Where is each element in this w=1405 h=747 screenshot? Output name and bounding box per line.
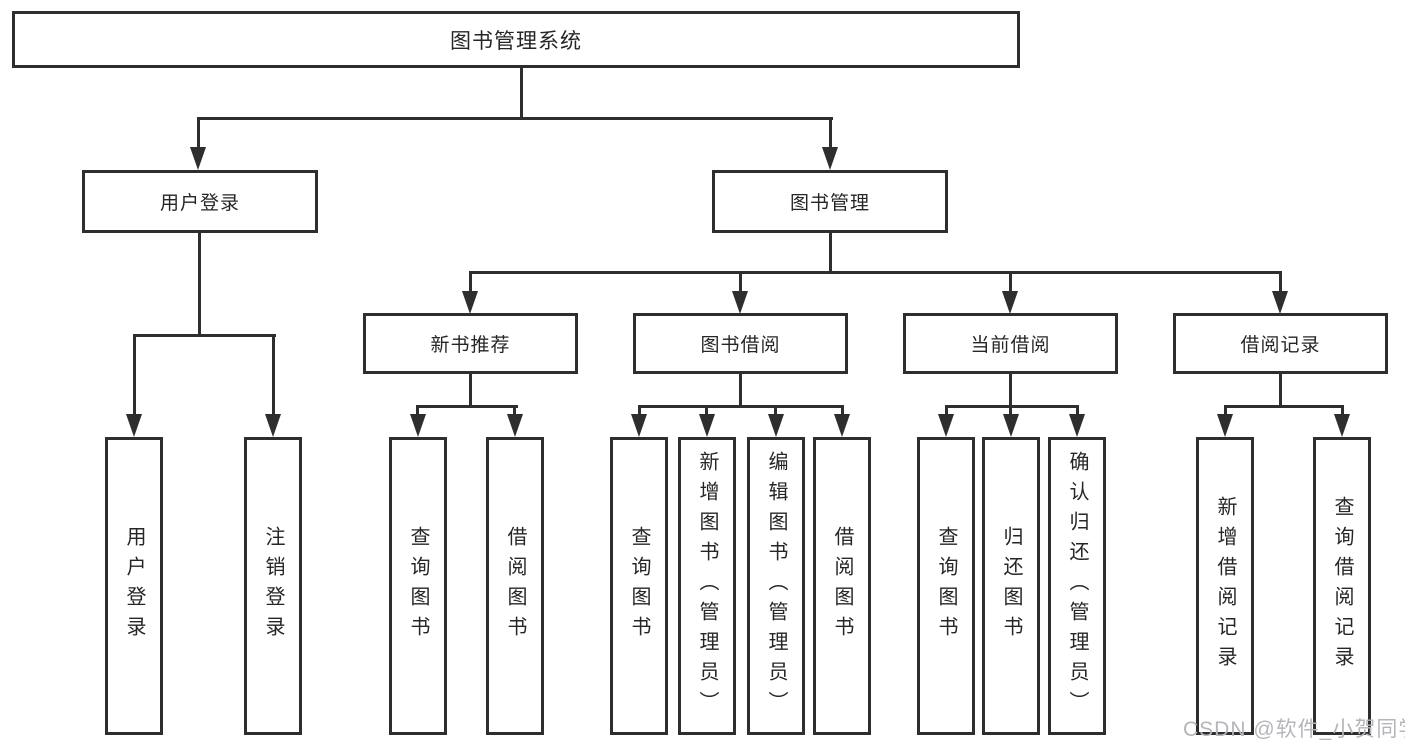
connector-line [638, 405, 844, 408]
node-book-management: 图书管理 [712, 170, 948, 233]
arrowhead-icon [1217, 414, 1233, 437]
node-user-login: 用户登录 [82, 170, 318, 233]
leaf-current-return-books: 归还图书 [982, 437, 1040, 735]
leaf-borrow-add-books-admin: 新增图书（管理员） [678, 437, 736, 735]
connector-line [841, 405, 844, 418]
leaf-record-add-record: 新增借阅记录 [1196, 437, 1254, 735]
connector-line [1341, 405, 1344, 418]
connector-line [774, 405, 777, 418]
arrowhead-icon [834, 414, 850, 437]
node-root-title: 图书管理系统 [12, 11, 1020, 68]
connector-line [1224, 405, 1227, 418]
arrowhead-icon [822, 147, 838, 170]
arrowhead-icon [1002, 291, 1018, 314]
arrowhead-icon [462, 291, 478, 314]
arrowhead-icon [1272, 291, 1288, 314]
leaf-newbook-query-books: 查询图书 [389, 437, 447, 735]
connector-line [197, 117, 833, 120]
connector-line [198, 233, 201, 336]
leaf-user-login: 用户登录 [105, 437, 163, 735]
arrowhead-icon [126, 414, 142, 437]
arrowhead-icon [732, 291, 748, 314]
connector-line [945, 405, 948, 418]
arrowhead-icon [699, 414, 715, 437]
connector-line [1224, 405, 1344, 408]
connector-line [133, 334, 136, 418]
connector-line [1009, 374, 1012, 407]
connector-line [197, 117, 200, 153]
connector-line [638, 405, 641, 418]
connector-line [705, 405, 708, 418]
node-current-borrow: 当前借阅 [903, 313, 1118, 374]
connector-line [829, 117, 832, 153]
arrowhead-icon [265, 414, 281, 437]
connector-line [416, 405, 518, 408]
connector-line [1009, 405, 1012, 418]
leaf-borrow-borrow-books: 借阅图书 [813, 437, 871, 735]
node-new-book-recommend: 新书推荐 [363, 313, 578, 374]
arrowhead-icon [190, 147, 206, 170]
leaf-current-query-books: 查询图书 [917, 437, 975, 735]
connector-line [469, 271, 1282, 274]
connector-line [1076, 405, 1079, 418]
arrowhead-icon [507, 414, 523, 437]
leaf-logout: 注销登录 [244, 437, 302, 735]
connector-line [829, 233, 832, 273]
connector-line [1279, 374, 1282, 407]
connector-line [416, 405, 419, 418]
leaf-borrow-edit-books-admin: 编辑图书（管理员） [747, 437, 805, 735]
leaf-current-confirm-return-admin: 确认归还（管理员） [1048, 437, 1106, 735]
leaf-borrow-query-books: 查询图书 [610, 437, 668, 735]
connector-line [133, 334, 276, 337]
arrowhead-icon [938, 414, 954, 437]
arrowhead-icon [1069, 414, 1085, 437]
arrowhead-icon [1003, 414, 1019, 437]
arrowhead-icon [631, 414, 647, 437]
connector-line [520, 68, 523, 120]
connector-line [945, 405, 1079, 408]
connector-line [1279, 271, 1282, 295]
node-book-borrow: 图书借阅 [633, 313, 848, 374]
connector-line [739, 374, 742, 407]
leaf-newbook-borrow-books: 借阅图书 [486, 437, 544, 735]
leaf-record-query-record: 查询借阅记录 [1313, 437, 1371, 735]
csdn-watermark: CSDN @软件_小贺同学 [1183, 718, 1405, 741]
arrowhead-icon [768, 414, 784, 437]
connector-line [513, 405, 516, 418]
connector-line [739, 271, 742, 295]
connector-line [1009, 271, 1012, 295]
connector-line [469, 374, 472, 407]
node-borrow-record: 借阅记录 [1173, 313, 1388, 374]
connector-line [272, 334, 275, 418]
arrowhead-icon [1334, 414, 1350, 437]
arrowhead-icon [410, 414, 426, 437]
connector-line [469, 271, 472, 295]
